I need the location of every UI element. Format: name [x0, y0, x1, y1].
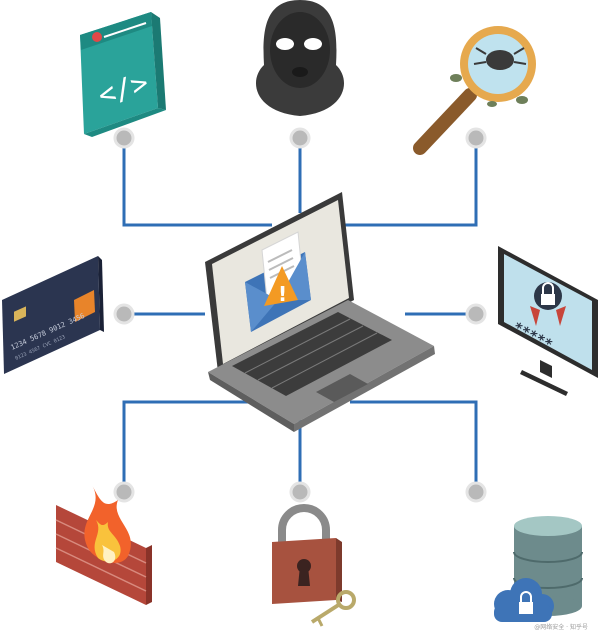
node-dot-code — [113, 127, 135, 149]
node-dot-monitor — [465, 303, 487, 325]
node-dot-database — [465, 481, 487, 503]
magnifier-bug-icon — [413, 26, 536, 155]
connector-code — [122, 138, 272, 227]
code-window-icon: </> — [80, 12, 166, 137]
firewall-icon — [55, 485, 152, 605]
watermark: @网络安全 · 知乎号 — [534, 624, 588, 631]
connector-firewall — [122, 400, 250, 492]
padlock-key-icon — [272, 504, 356, 627]
connector-lines — [122, 138, 478, 492]
warning-mark: ! — [278, 282, 287, 306]
cloud-database-lock-icon — [494, 516, 583, 622]
node-dot-hacker — [289, 127, 311, 149]
hacker-mask-icon — [255, 0, 345, 116]
node-dot-firewall — [113, 481, 135, 503]
node-dot-card — [113, 303, 135, 325]
connector-bug — [340, 138, 478, 227]
monitor-lock-password-icon: ***** — [498, 246, 598, 396]
credit-card-icon: 1234 5678 9012 3456 0123 4567 CVC 0123 — [2, 256, 104, 374]
node-dot-bug — [465, 127, 487, 149]
connector-database — [350, 400, 478, 492]
node-dot-padlock — [289, 481, 311, 503]
laptop-email-warning-icon: ! — [205, 192, 435, 432]
node-dots — [113, 127, 487, 503]
